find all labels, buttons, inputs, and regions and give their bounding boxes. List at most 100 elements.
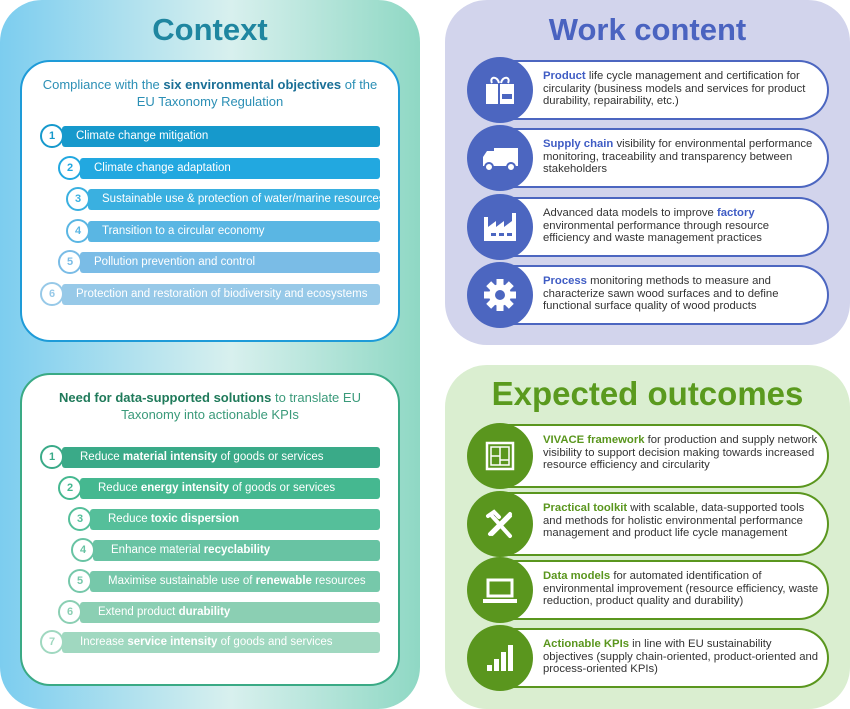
outcomes-item-text: Practical toolkit with scalable, data-su…	[497, 492, 829, 556]
outcomes-item-text: VIVACE framework for production and supp…	[497, 424, 829, 488]
item-keyword: VIVACE framework	[543, 434, 645, 446]
item-text: for production and supply network visibi…	[543, 434, 818, 472]
kpi-bold: service intensity	[127, 636, 218, 649]
context-title: Context	[152, 12, 268, 47]
kpi-bold: toxic dispersion	[150, 512, 240, 525]
kpi-bar: Reduce material intensity of goods or se…	[62, 447, 380, 468]
objective-bar: Climate change mitigation	[62, 126, 380, 147]
kpi-bold: durability	[178, 605, 231, 618]
kpi-bar: Increase service intensity of goods and …	[62, 632, 380, 654]
context-panel: Context Compliance with the six environm…	[0, 0, 420, 709]
kpi-bar: Reduce toxic dispersion	[90, 508, 380, 530]
work-item: Process monitoring methods to measure an…	[467, 262, 829, 328]
item-text: in line with EU sustainability objective…	[543, 638, 819, 676]
kpi-number: 1	[40, 445, 64, 469]
kpi-number: 3	[68, 506, 92, 531]
work-item-text: Advanced data models to improve factory …	[497, 197, 829, 257]
factory-icon	[467, 194, 533, 260]
kpi-text: Reduce	[98, 481, 141, 494]
kpi-bar: Extend product durability	[80, 601, 380, 623]
kpi-text: Reduce	[80, 451, 123, 463]
kpi-text: of goods or services	[217, 451, 324, 463]
laptop-icon	[467, 557, 533, 623]
kpi-bar: Enhance material recyclability	[93, 539, 380, 561]
kpi-number: 7	[40, 630, 64, 655]
kpi-text: Enhance material	[111, 543, 204, 556]
outcomes-item: Actionable KPIs in line with EU sustaina…	[467, 625, 829, 691]
work-item-text: Supply chain visibility for environmenta…	[497, 128, 829, 188]
item-keyword: Actionable KPIs	[543, 638, 630, 650]
kpi-number: 6	[58, 599, 82, 624]
item-text: for automated identification of environm…	[543, 570, 819, 608]
item-keyword: Data models	[543, 570, 611, 582]
outcomes-item: VIVACE framework for production and supp…	[467, 423, 829, 489]
item-text: visibility for environmental performance…	[543, 138, 813, 176]
objective-bar: Pollution prevention and control	[80, 252, 380, 274]
work-item: Supply chain visibility for environmenta…	[467, 125, 829, 191]
heading-bold: Need for data-supported solutions	[59, 390, 272, 405]
kpi-heading: Need for data-supported solutions to tra…	[32, 389, 388, 423]
item-text: environmental performance through resour…	[543, 219, 770, 245]
kpi-bold: recyclability	[203, 543, 271, 556]
kpi-text: Extend product	[98, 605, 179, 618]
kpi-text: Maximise sustainable use of	[108, 574, 256, 587]
kpi-number: 5	[68, 568, 92, 593]
frame-icon	[467, 423, 533, 489]
kpi-bar: Maximise sustainable use of renewable re…	[90, 570, 380, 592]
kpi-text: of goods or services	[229, 481, 336, 494]
work-content-title: Work content	[548, 12, 747, 47]
work-item-text: Process monitoring methods to measure an…	[497, 265, 829, 325]
item-keyword: Supply chain	[543, 138, 614, 150]
objective-bar: Transition to a circular economy	[88, 220, 380, 242]
kpi-text: resources	[311, 574, 366, 587]
kpi-needs-box: Need for data-supported solutions to tra…	[20, 373, 400, 686]
objective-number: 1	[40, 124, 64, 148]
objective-bar: Protection and restoration of biodiversi…	[62, 284, 380, 305]
item-keyword: factory	[716, 207, 755, 219]
kpi-text: of goods and services	[217, 636, 333, 649]
kpi-bold: energy intensity	[140, 481, 230, 494]
work-item: Product life cycle management and certif…	[467, 57, 829, 123]
environmental-objectives-box: Compliance with the six environmental ob…	[20, 60, 400, 342]
objective-number: 6	[40, 282, 64, 306]
kpi-text: Reduce	[108, 512, 151, 525]
expected-outcomes-title: Expected outcomes	[491, 375, 804, 412]
kpi-bar: Reduce energy intensity of goods or serv…	[80, 477, 380, 499]
kpi-bold: renewable	[255, 574, 312, 587]
kpi-number: 2	[58, 475, 82, 500]
item-keyword: Product	[543, 70, 586, 82]
outcomes-item-text: Actionable KPIs in line with EU sustaina…	[497, 628, 829, 688]
work-item: Advanced data models to improve factory …	[467, 194, 829, 260]
truck-icon	[467, 125, 533, 191]
heading-text: of the EU Taxonomy Regulation	[136, 77, 378, 109]
heading-bold: six environmental objectives	[163, 77, 342, 92]
heading-text: to translate EU Taxonomy into actionable…	[121, 390, 361, 422]
item-text: monitoring methods to measure and charac…	[543, 275, 779, 313]
expected-outcomes-panel: Expected outcomes VIVACE framework for p…	[445, 365, 850, 709]
heading-text: Compliance with the	[42, 77, 164, 92]
outcomes-item-text: Data models for automated identification…	[497, 560, 829, 620]
gift-box-icon	[467, 57, 533, 123]
item-text: Advanced data models to improve	[543, 207, 717, 219]
objective-bar: Sustainable use & protection of water/ma…	[88, 189, 385, 211]
work-content-panel: Work content Product life cycle manageme…	[445, 0, 850, 345]
objective-number: 4	[66, 218, 90, 243]
item-keyword: Practical toolkit	[543, 502, 628, 514]
outcomes-item: Practical toolkit with scalable, data-su…	[467, 491, 829, 557]
objectives-heading: Compliance with the six environmental ob…	[32, 76, 388, 110]
objective-bar: Climate change adaptation	[80, 157, 380, 179]
item-text: with scalable, data-supported tools and …	[543, 502, 805, 540]
item-keyword: Process	[543, 275, 587, 287]
tools-icon	[467, 491, 533, 557]
item-text: life cycle management and certification …	[543, 70, 806, 108]
bar-chart-icon	[467, 625, 533, 691]
objective-number: 2	[58, 155, 82, 180]
outcomes-item: Data models for automated identification…	[467, 557, 829, 623]
kpi-text: Increase	[80, 636, 128, 649]
kpi-number: 4	[71, 537, 95, 562]
objective-number: 5	[58, 250, 82, 275]
objective-number: 3	[66, 187, 90, 212]
work-item-text: Product life cycle management and certif…	[497, 60, 829, 120]
kpi-bold: material intensity	[122, 451, 218, 463]
gear-icon	[467, 262, 533, 328]
